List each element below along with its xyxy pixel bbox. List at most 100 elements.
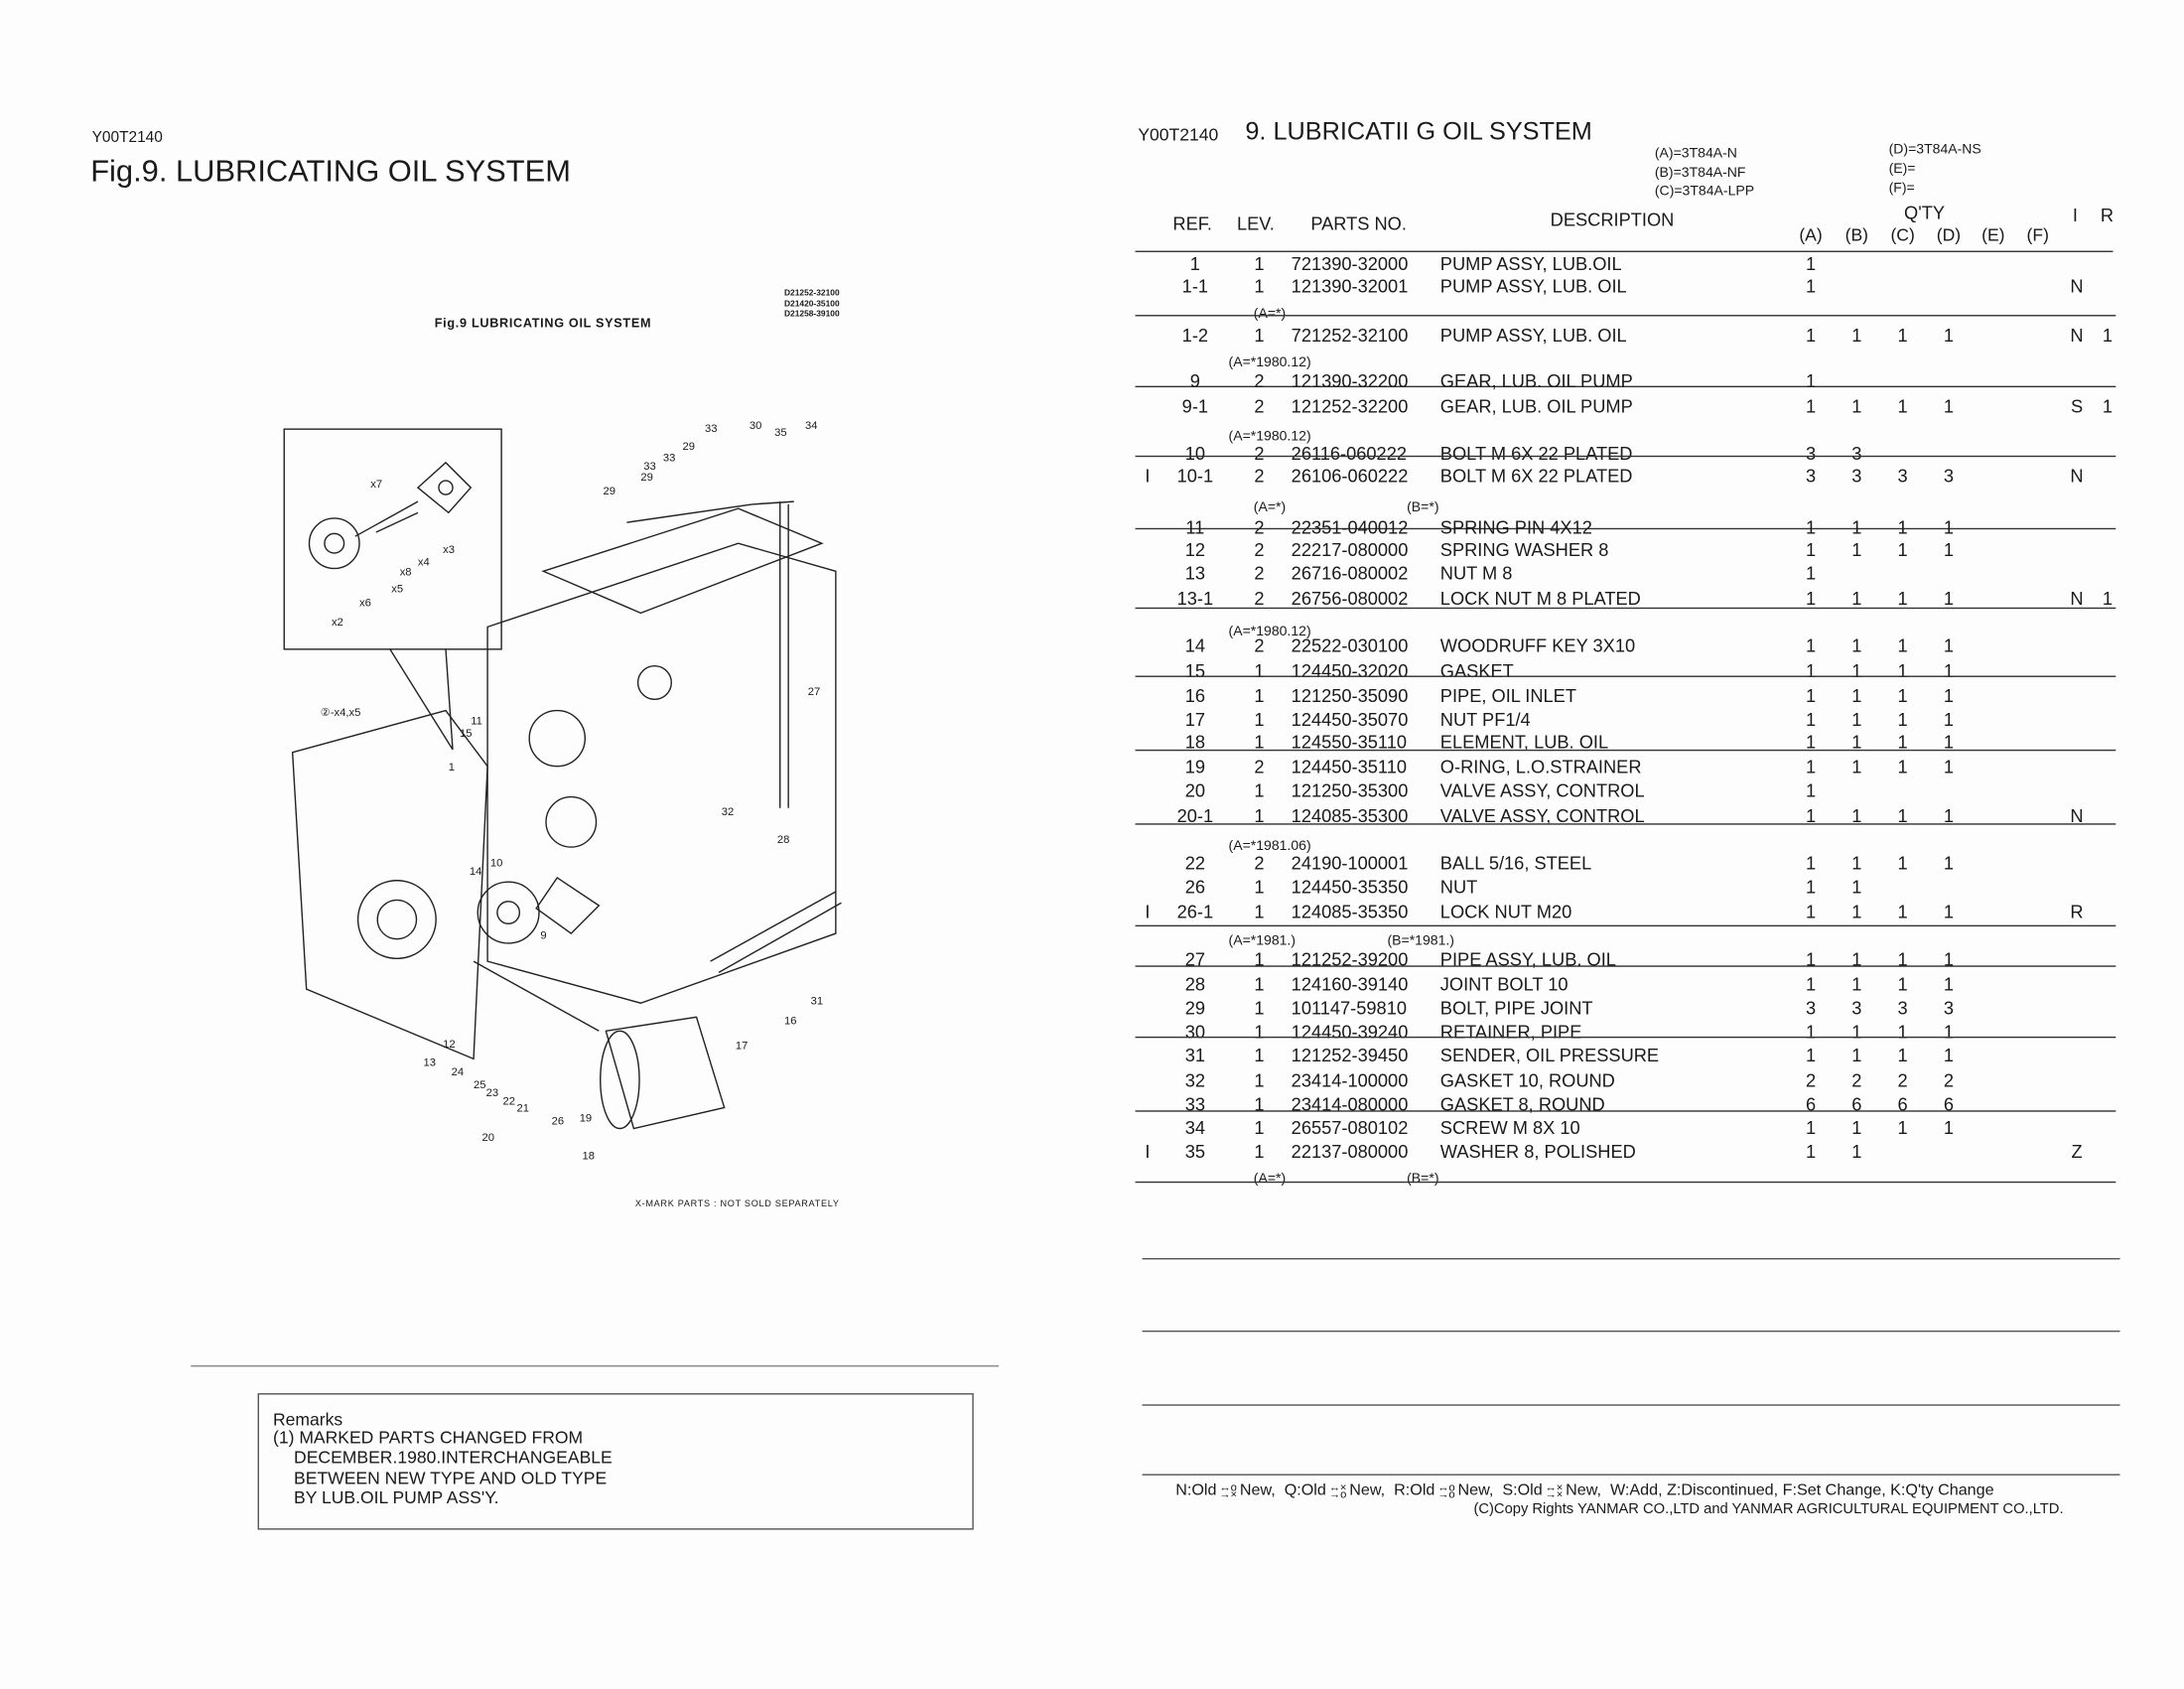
level: 1 <box>1254 324 1265 346</box>
qty-value: 1 <box>1943 901 1955 922</box>
right-page-code: Y00T2140 <box>1138 125 1219 145</box>
qty-value: 1 <box>1805 538 1817 561</box>
level: 1 <box>1254 275 1265 297</box>
note-b: (B=*) <box>1407 499 1439 516</box>
callout-label: 10 <box>489 856 503 870</box>
description: SPRING WASHER 8 <box>1439 538 1609 561</box>
note-a: (A=*1981.) <box>1228 933 1297 949</box>
qty-value: 3 <box>1805 997 1817 1019</box>
interchange-code: N <box>2070 588 2084 610</box>
callout-label: x5 <box>391 582 404 596</box>
legend-new: New, <box>1349 1481 1386 1499</box>
remarks-line: DECEMBER.1980.INTERCHANGEABLE <box>294 1447 613 1468</box>
part-number: 22351-040012 <box>1291 516 1409 538</box>
ref-no: 13-1 <box>1176 588 1214 610</box>
note-b: (B=*1981.) <box>1387 933 1454 949</box>
ref-no: 1-2 <box>1181 324 1209 346</box>
level: 1 <box>1254 901 1265 922</box>
model-legend-def: (D)=3T84A-NS (E)= (F)= <box>1889 141 1981 200</box>
legend-rest: W:Add, Z:Discontinued, F:Set Change, K:Q… <box>1609 1481 1994 1499</box>
ref-no: 1-1 <box>1181 275 1209 297</box>
level: 2 <box>1254 634 1265 656</box>
figure-code: D21420-35100 <box>783 300 840 309</box>
level: 2 <box>1254 370 1265 392</box>
level: 2 <box>1254 443 1265 465</box>
description: PUMP ASSY, LUB.OIL <box>1439 253 1622 275</box>
part-number: 26116-060222 <box>1291 443 1407 465</box>
exchange-arrow-icon: ↔ο→ο <box>1437 1480 1455 1501</box>
row-separator <box>1135 749 2116 752</box>
divider <box>191 1365 1000 1367</box>
description: RETAINER, PIPE <box>1439 1021 1582 1043</box>
figure-note: X-MARK PARTS : NOT SOLD SEPARATELY <box>634 1199 840 1209</box>
blank-rule <box>1142 1474 2120 1476</box>
qty-value: 1 <box>1805 253 1817 275</box>
qty-value: 1 <box>1897 660 1908 682</box>
level: 1 <box>1254 660 1265 682</box>
note-a: (A=*) <box>1253 499 1287 516</box>
callout-label: 23 <box>485 1086 499 1100</box>
ref-no: 26 <box>1184 876 1206 898</box>
figure-codes: D21252-32100 D21420-35100 D21258-39100 <box>784 290 840 322</box>
level: 1 <box>1254 1093 1265 1115</box>
ref-no: 12 <box>1184 538 1206 561</box>
ref-no: 20-1 <box>1176 804 1214 827</box>
part-number: 124085-35300 <box>1291 804 1409 827</box>
description: WOODRUFF KEY 3X10 <box>1439 634 1636 656</box>
ref-no: 35 <box>1184 1141 1206 1163</box>
legend-q: Q:Old <box>1284 1481 1326 1499</box>
qty-value: 2 <box>1943 1069 1955 1091</box>
part-number: 124450-32020 <box>1291 660 1409 682</box>
qty-value: 1 <box>1943 948 1955 970</box>
level: 1 <box>1254 253 1265 275</box>
qty-value: 1 <box>1897 395 1908 417</box>
qty-value: 1 <box>1805 1141 1817 1163</box>
ref-no: 26-1 <box>1176 901 1214 922</box>
level: 1 <box>1254 997 1265 1019</box>
description: GEAR, LUB. OIL PUMP <box>1439 370 1633 392</box>
callout-label: x6 <box>358 596 371 610</box>
description: LOCK NUT M 8 PLATED <box>1439 588 1641 610</box>
qty-value: 1 <box>1897 901 1908 922</box>
model-a: (A)=3T84A-N <box>1654 146 1737 162</box>
qty-value: 1 <box>1943 852 1955 874</box>
callout-label: 33 <box>643 460 656 473</box>
part-number: 22217-080000 <box>1291 538 1409 561</box>
part-number: 23414-080000 <box>1291 1093 1409 1115</box>
qty-value: 1 <box>1805 516 1817 538</box>
qty-col-header: (D) <box>1936 225 1962 245</box>
ref-no: 13 <box>1184 562 1206 584</box>
qty-value: 1 <box>1805 562 1817 584</box>
note-a: (A=*1981.06) <box>1228 838 1311 855</box>
ref-no: 16 <box>1184 685 1206 707</box>
legend-new: New, <box>1457 1481 1494 1499</box>
qty-value: 1 <box>1897 804 1908 827</box>
level: 2 <box>1254 588 1265 610</box>
qty-value: 1 <box>1943 634 1955 656</box>
ref-no: 14 <box>1184 634 1206 656</box>
qty-value: 2 <box>1851 1069 1862 1091</box>
qty-value: 1 <box>1805 660 1817 682</box>
part-number: 26716-080002 <box>1291 562 1409 584</box>
exchange-arrow-icon: ↔ο→× <box>1219 1480 1238 1501</box>
qty-value: 1 <box>1943 588 1955 610</box>
change-mark: I <box>1145 1141 1151 1163</box>
model-c: (C)=3T84A-LPP <box>1654 184 1755 200</box>
callout-label: 34 <box>804 419 818 432</box>
description: VALVE ASSY, CONTROL <box>1439 804 1645 827</box>
qty-value: 3 <box>1851 997 1862 1019</box>
qty-value: 1 <box>1851 1117 1862 1139</box>
qty-value: 1 <box>1851 685 1862 707</box>
remarks-line: BY LUB.OIL PUMP ASS'Y. <box>294 1487 499 1508</box>
part-number: 121250-35090 <box>1291 685 1409 707</box>
interchange-code: R <box>2070 901 2084 922</box>
qty-value: 3 <box>1805 465 1817 487</box>
interchange-code: S <box>2070 395 2084 417</box>
description: LOCK NUT M20 <box>1439 901 1572 922</box>
qty-col-header: (E) <box>1981 225 2005 245</box>
interchange-code: N <box>2070 324 2084 346</box>
figure-caption: Fig.9 LUBRICATING OIL SYSTEM <box>434 316 652 331</box>
qty-value: 1 <box>1805 973 1817 995</box>
description: PUMP ASSY, LUB. OIL <box>1439 275 1627 297</box>
